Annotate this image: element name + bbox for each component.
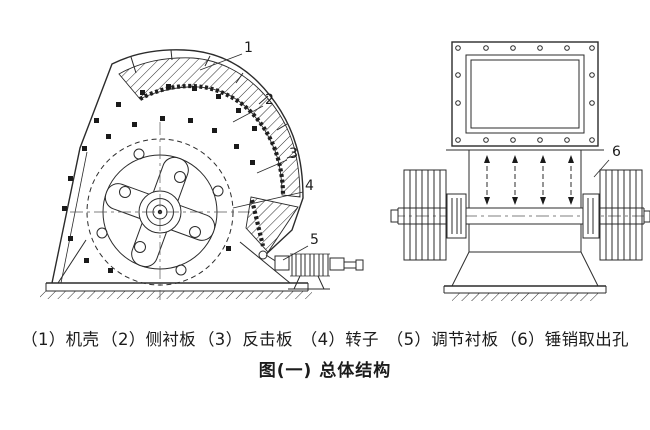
rotor [70, 122, 250, 300]
spring-coil [291, 254, 329, 276]
plate-pivot [258, 250, 268, 260]
side-view-drawing: 1 2 3 4 5 [40, 40, 364, 300]
arm-end-hole [175, 264, 187, 276]
callout-2: 2 [265, 92, 274, 108]
callout-1: 1 [244, 40, 253, 56]
pulley-right [599, 169, 643, 261]
feed-hopper [446, 41, 604, 151]
casing-bolt-squares [62, 84, 257, 273]
figure-title: 图(一) 总体结构 [258, 361, 392, 381]
impact-plate [245, 196, 299, 260]
shaft-nut-left [390, 209, 399, 223]
front-view-callouts: 6 [593, 144, 621, 178]
hammer-pin [189, 226, 201, 238]
callout-6: 6 [612, 144, 621, 160]
legend-item-1: （1）机壳 [21, 330, 100, 349]
arm-end-hole [133, 148, 145, 160]
shaft-nut-right [643, 210, 650, 223]
legend-item-4: （4）转子 [300, 330, 379, 349]
bearing-right [582, 193, 600, 239]
hammer-pin [134, 241, 146, 253]
technical-drawing: 1 2 3 4 5 [40, 40, 650, 301]
callout-4: 4 [305, 178, 314, 194]
callout-5: 5 [310, 232, 319, 248]
legend-item-3: （3）反击板 [197, 330, 293, 349]
adjusting-spring-assembly [265, 253, 364, 290]
legend-caption: （1）机壳（2）侧衬板（3）反击板 （4）转子 （5）调节衬板（6）锤销取出孔 [0, 326, 650, 350]
main-shaft [390, 207, 650, 225]
liner-serration [138, 83, 286, 196]
hopper-bolts [455, 45, 595, 143]
hammer-pin [119, 186, 131, 198]
arm-end-hole [212, 185, 224, 197]
side-liner [118, 57, 301, 198]
arm-end-hole [96, 227, 108, 239]
legend-item-2: （2）侧衬板 [101, 330, 196, 349]
callout-3: 3 [289, 146, 298, 162]
flow-arrows [484, 155, 574, 205]
bearing-left [446, 193, 467, 239]
pulley-left [403, 169, 447, 261]
hammer-pin [174, 171, 186, 183]
ground-hatching [40, 291, 312, 299]
legend-item-5: （5）调节衬板 [386, 330, 499, 349]
ground-hatching [452, 293, 598, 301]
legend-item-6: （6）锤销取出孔 [500, 330, 629, 349]
adjusting-rod [343, 261, 357, 269]
end-nut [355, 259, 364, 271]
machine-body [443, 150, 607, 301]
front-view-drawing: 6 [390, 41, 650, 301]
side-view-callouts: 1 2 3 4 5 [199, 40, 319, 261]
